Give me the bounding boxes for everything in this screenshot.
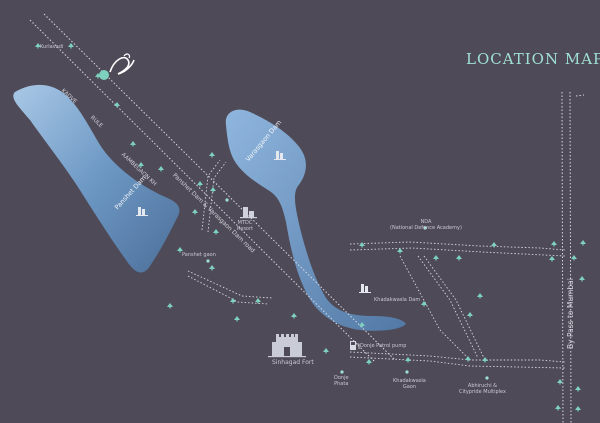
swan-logo-icon xyxy=(99,53,135,80)
mtdc-resort-label: MTDC Resort xyxy=(237,220,254,232)
sinhagad-fort-label: Sinhagad Fort xyxy=(272,359,314,366)
donje-phata-label: Donje Phata xyxy=(334,375,349,387)
panshet-gaon-road xyxy=(187,159,273,305)
kurlavadi-label: Kurlavadi xyxy=(40,44,64,50)
bypass-label: By Pass to Mumbai xyxy=(566,278,575,349)
petrol-pump-icon xyxy=(350,341,360,350)
bypass-road xyxy=(561,91,585,423)
dam-building-icon xyxy=(136,151,371,293)
nda-road xyxy=(349,241,566,369)
panshet-dam-water xyxy=(13,84,180,273)
location-dot-icon xyxy=(206,198,489,380)
donje-petrol-pump-label: Donje Petrol pump xyxy=(360,343,407,349)
nda-label: NDA (National Defence Academy) xyxy=(390,219,462,231)
main-road xyxy=(29,13,396,363)
abhiruchi-label: Abhiruchi & Citypride Multiplex xyxy=(459,383,506,395)
fort-icon xyxy=(268,334,306,358)
resort-building-icon xyxy=(240,207,257,219)
map-title: LOCATION MAP xyxy=(466,50,600,68)
varasgaon-dam-water xyxy=(225,109,406,331)
panshet-gaon-label: Panshet gaon xyxy=(182,252,216,258)
khadakwasla-gaon-label: Khadakwasla Gaon xyxy=(393,378,426,390)
khadakwasla-dam-label: Khadakwasla Dam xyxy=(374,297,421,303)
